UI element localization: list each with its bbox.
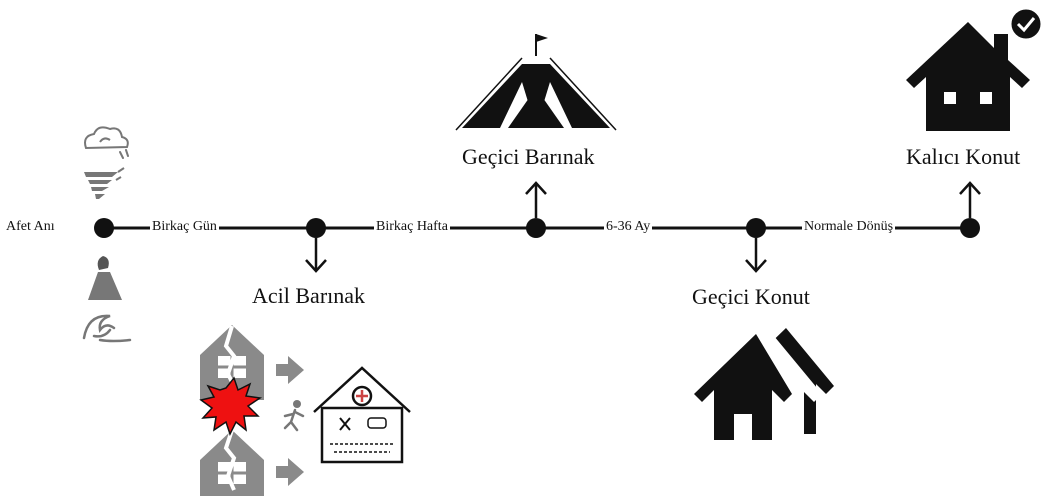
arrow-right-icon [276,458,304,486]
tent-icon [455,34,617,131]
arrow-up-temporary-shelter [525,181,547,218]
house-check-icon [906,6,1044,131]
stage-label-emergency-shelter: Acil Barınak [252,283,366,308]
node-temporary-shelter [526,218,546,238]
volcano-icon [88,256,122,300]
segment-label-days: Birkaç Gün [150,219,219,234]
arrow-down-temporary-housing [745,238,767,273]
segment-label-months: 6-36 Ay [604,219,653,234]
houses-icon [694,328,834,442]
node-start [94,218,114,238]
start-label: Afet Anı [4,219,57,234]
node-emergency-shelter [306,218,326,238]
shelter-building-icon [313,366,411,464]
arrow-down-emergency [305,238,327,273]
stage-label-temporary-housing: Geçici Konut [692,284,810,309]
arrow-up-permanent-housing [959,181,981,218]
storm-cloud-icon [84,126,129,159]
arrow-right-icon [276,356,304,384]
running-person-icon [283,400,305,432]
segment-label-weeks: Birkaç Hafta [374,219,450,234]
node-permanent-housing [960,218,980,238]
tornado-icon [84,167,125,199]
stage-label-temporary-shelter: Geçici Barınak [462,144,595,169]
segment-label-normal: Normale Dönüş [802,219,896,234]
tsunami-wave-icon [82,314,132,343]
node-temporary-housing [746,218,766,238]
damaged-house-icon [200,429,264,496]
explosion-icon [199,376,263,436]
stage-label-permanent-housing: Kalıcı Konut [906,144,1021,169]
